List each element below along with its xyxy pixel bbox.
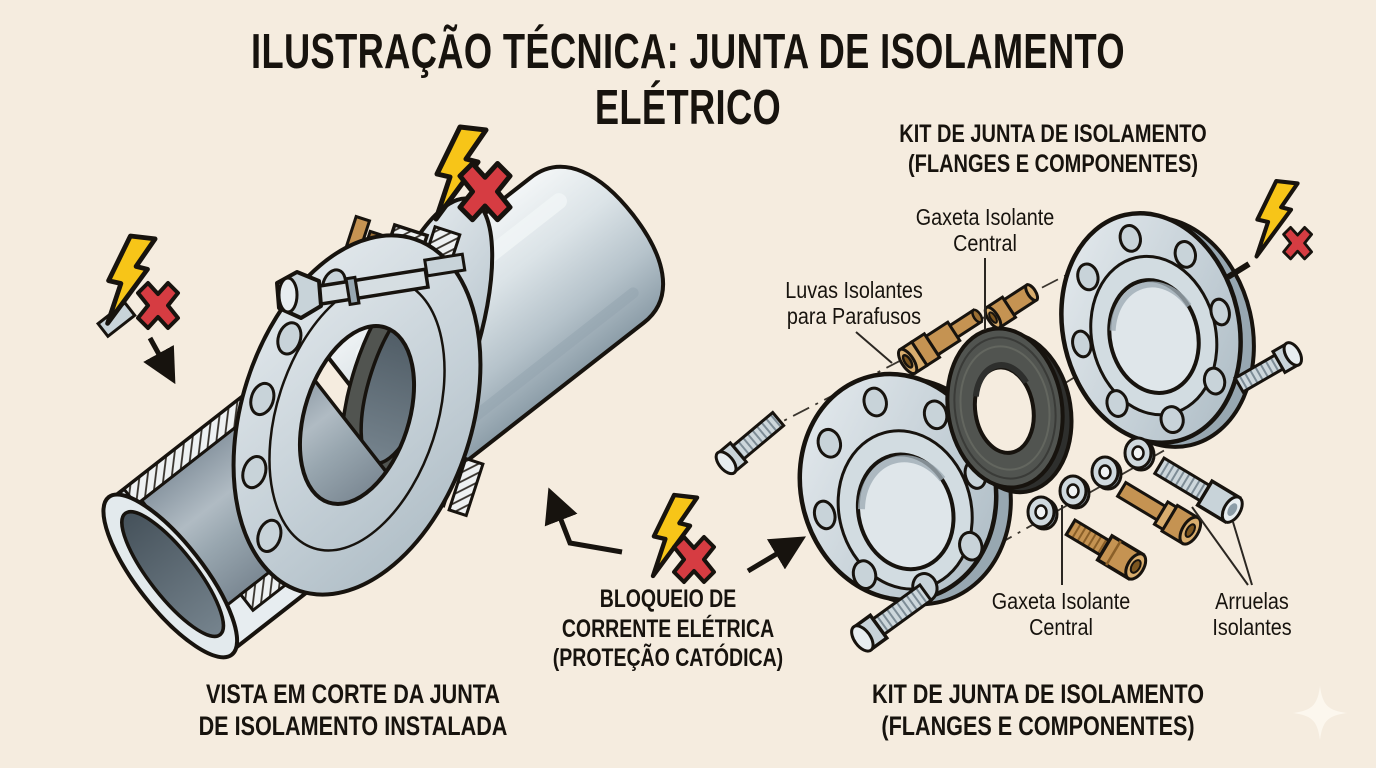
socket-bolt-steel — [1152, 456, 1244, 525]
isolation-flange-front — [797, 371, 1013, 607]
cutaway-caption: VISTA EM CORTE DA JUNTA DE ISOLAMENTO IN… — [198, 679, 508, 742]
insulating-sleeve-small — [983, 282, 1040, 330]
lightning-x-icon-center — [653, 495, 716, 584]
washer-1 — [1026, 495, 1059, 531]
kit-heading: KIT DE JUNTA DE ISOLAMENTO (FLANGES E CO… — [899, 120, 1207, 178]
insulating-washers — [1026, 436, 1156, 531]
lightning-x-icon-top — [436, 127, 510, 220]
washer-4 — [1123, 436, 1156, 472]
hex-bolt-2 — [850, 582, 934, 653]
exploded-kit-view — [714, 211, 1303, 653]
label-central-gasket-bottom: Gaxeta Isolante Central — [991, 588, 1131, 641]
arrow-to-joint — [544, 487, 623, 555]
washer-3 — [1090, 455, 1123, 491]
insulating-sleeve-large — [896, 308, 984, 376]
hex-bolt-1 — [714, 410, 786, 476]
insulated-bolt-1 — [1115, 480, 1203, 546]
leader-sleeves — [855, 331, 893, 364]
lightning-x-icon-right — [1226, 181, 1313, 280]
leader-washers-1 — [1191, 506, 1249, 586]
insulated-bolt-2 — [1064, 517, 1148, 581]
washer-2 — [1058, 474, 1091, 510]
isolation-flange-rear — [1059, 211, 1256, 449]
label-insulating-washers: Arruelas Isolantes — [1212, 588, 1292, 641]
label-bolt-sleeves: Luvas Isolantes para Parafusos — [785, 277, 923, 330]
central-insulating-gasket — [945, 326, 1074, 495]
page-title: ILUSTRAÇÃO TÉCNICA: JUNTA DE ISOLAMENTO … — [251, 25, 1125, 135]
callout-blocked-current: BLOQUEIO DE CORRENTE ELÉTRICA (PROTEÇÃO … — [552, 585, 784, 672]
sparkle-icon — [1293, 686, 1347, 740]
arrow-to-cutaway — [143, 336, 176, 385]
kit-caption: KIT DE JUNTA DE ISOLAMENTO (FLANGES E CO… — [871, 679, 1205, 742]
hex-bolt-3 — [1233, 341, 1303, 394]
leader-washers-2 — [1232, 521, 1253, 586]
arrow-to-kit — [746, 536, 807, 574]
cutaway-view — [95, 165, 666, 660]
label-central-gasket-top: Gaxeta Isolante Central — [915, 204, 1055, 257]
